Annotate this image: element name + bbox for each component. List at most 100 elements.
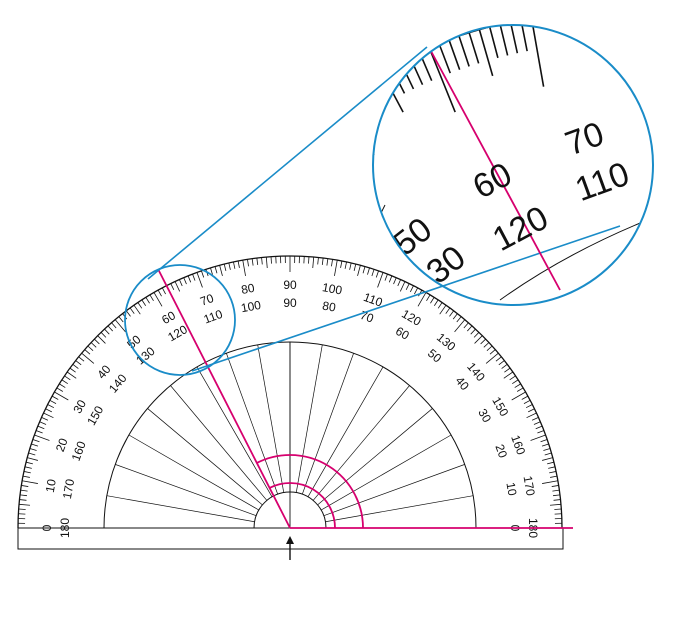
mag-tick	[510, 22, 517, 53]
radial-line	[148, 408, 263, 504]
inner-label: 170	[60, 478, 77, 500]
tick-mark	[119, 317, 123, 322]
tick-mark	[475, 336, 483, 344]
radial-line	[129, 435, 259, 510]
measure-ray	[158, 270, 290, 528]
mag-tick	[479, 30, 492, 76]
magnified-labels: 70 60 110 120 50 130	[386, 115, 634, 303]
tick-mark	[542, 444, 549, 446]
outer-label: 70	[198, 291, 216, 309]
mag-tick	[326, 103, 344, 129]
outer-label: 30	[70, 397, 89, 416]
tick-mark	[543, 448, 550, 450]
inner-label: 40	[453, 374, 473, 393]
tick-mark	[26, 462, 33, 464]
tick-mark	[201, 271, 203, 278]
tick-mark	[484, 342, 489, 347]
tick-mark	[175, 281, 180, 291]
tick-mark	[257, 258, 258, 265]
mag-tick	[218, 206, 256, 236]
center-arrow-icon	[286, 536, 294, 560]
tick-mark	[464, 323, 469, 328]
tick-mark	[406, 284, 409, 290]
tick-mark	[527, 413, 537, 418]
radial-line	[296, 345, 322, 493]
tick-mark	[354, 264, 356, 271]
magnifier-connector-top	[148, 47, 427, 279]
mag-tick	[500, 24, 508, 55]
tick-mark	[553, 495, 560, 496]
tick-mark	[487, 346, 492, 351]
tick-mark	[358, 265, 361, 276]
tick-mark	[67, 372, 76, 378]
tick-mark	[243, 260, 246, 276]
radial-line	[324, 464, 465, 515]
tick-mark	[25, 467, 32, 469]
tick-mark	[455, 320, 465, 332]
mag-tick	[459, 36, 469, 66]
tick-mark	[378, 272, 383, 287]
mag-tick	[371, 75, 387, 103]
tick-mark	[73, 364, 79, 368]
tick-mark	[76, 361, 82, 365]
tick-mark	[552, 490, 559, 491]
tick-mark	[515, 384, 521, 388]
tick-mark	[341, 261, 342, 268]
tick-mark	[247, 259, 248, 266]
mag-tick	[353, 86, 370, 113]
tick-mark	[548, 467, 555, 469]
tick-mark	[363, 267, 365, 274]
inner-label: 30	[475, 406, 494, 425]
radial-line	[107, 496, 255, 522]
tick-mark	[38, 426, 44, 429]
tick-mark	[238, 261, 239, 268]
tick-mark	[334, 260, 337, 276]
inner-label: 80	[321, 299, 337, 315]
tick-mark	[229, 263, 231, 270]
inner-label: 10	[503, 481, 519, 497]
tick-mark	[46, 409, 52, 412]
mag-tick	[490, 27, 498, 58]
tick-mark	[531, 435, 546, 440]
inner-label: 100	[240, 298, 262, 315]
tick-mark	[70, 368, 76, 372]
tick-mark	[33, 439, 40, 441]
tick-mark	[502, 364, 508, 368]
tick-mark	[313, 257, 314, 268]
tick-mark	[446, 308, 450, 314]
tick-mark	[48, 405, 54, 408]
tick-mark	[438, 303, 442, 309]
tick-mark	[59, 384, 65, 388]
tick-mark	[19, 504, 30, 505]
tick-mark	[486, 353, 498, 363]
radial-line	[325, 496, 473, 522]
tick-mark	[21, 485, 28, 486]
tick-mark	[42, 417, 48, 420]
tick-mark	[367, 268, 369, 275]
tick-mark	[467, 326, 472, 331]
tick-mark	[457, 317, 461, 322]
tick-mark	[526, 405, 532, 408]
inner-label: 60	[393, 324, 412, 343]
mag-tick	[246, 173, 269, 195]
mag-tick	[469, 33, 478, 64]
inner-label: 160	[69, 439, 89, 463]
tick-mark	[517, 388, 523, 392]
outer-label: 90	[283, 278, 297, 292]
tick-mark	[536, 426, 542, 429]
tick-mark	[50, 400, 56, 403]
tick-mark	[150, 295, 154, 301]
tick-mark	[40, 422, 46, 425]
tick-mark	[52, 396, 58, 399]
tick-mark	[430, 297, 434, 303]
tick-mark	[29, 453, 36, 455]
tick-mark	[331, 259, 332, 266]
radial-line	[226, 353, 277, 494]
tick-mark	[490, 350, 495, 355]
mag-tick	[225, 198, 250, 218]
tick-mark	[224, 264, 226, 271]
outer-label: 10	[43, 478, 59, 494]
radial-line	[308, 367, 383, 497]
tick-mark	[34, 435, 49, 440]
